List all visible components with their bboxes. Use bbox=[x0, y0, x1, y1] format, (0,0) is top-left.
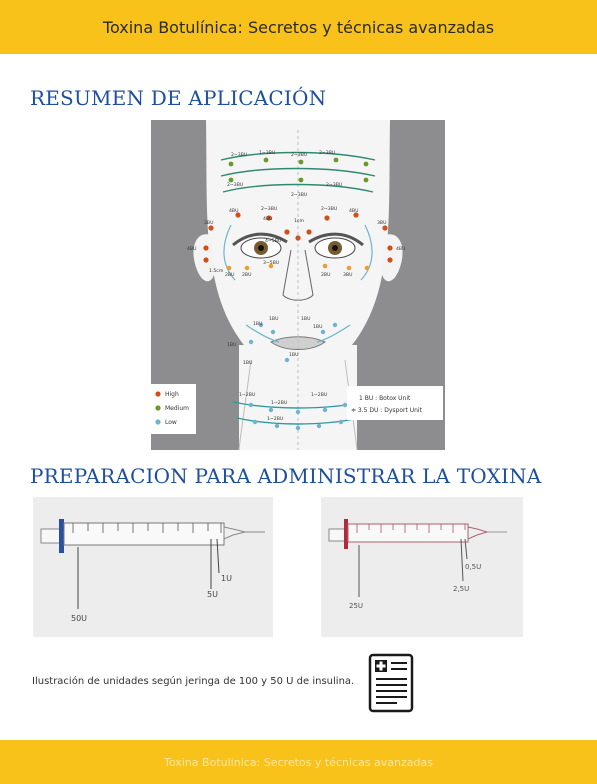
dose-label: 1BU bbox=[269, 316, 278, 322]
dose-label: 1.5cm bbox=[209, 268, 224, 274]
dose-label: 3~5BU bbox=[263, 260, 279, 266]
syringe-label: 2,5U bbox=[453, 585, 469, 593]
legend-label-high: High bbox=[165, 391, 179, 398]
dose-label: 1BU bbox=[253, 321, 262, 327]
syringe-label: 0,5U bbox=[465, 563, 481, 571]
dose-label: 2BU bbox=[242, 272, 251, 278]
footer-text: Toxina Botulinica: Secretos y técnicas a… bbox=[164, 755, 433, 769]
syringe-label: 5U bbox=[207, 590, 218, 599]
medical-record-icon bbox=[367, 652, 415, 719]
dose-label: 2~3BU bbox=[227, 182, 243, 188]
legend-swatch-low bbox=[155, 419, 161, 425]
dose-label: 2BU bbox=[321, 272, 330, 278]
dose-label: 2~3BU bbox=[321, 206, 337, 212]
legend-swatch-high bbox=[155, 391, 161, 397]
units-note-dysport: ≑ 3.5 DU : Dysport Unit bbox=[351, 407, 423, 414]
dose-label: 2~3BU bbox=[231, 152, 247, 158]
dose-label: 2~3BU bbox=[326, 182, 342, 188]
legend-label-low: Low bbox=[165, 419, 177, 426]
syringe-label: 1U bbox=[221, 574, 232, 583]
dose-label: 1~2BU bbox=[239, 392, 255, 398]
dose-label: 3BU bbox=[377, 220, 386, 226]
dose-label: 2~3BU bbox=[261, 206, 277, 212]
face-injection-diagram: 2~3BU 1~3BU 2~3BU 2~3BU 2~3BU 2~3BU 2~3B… bbox=[151, 120, 445, 450]
header-bar: Toxina Botulínica: Secretos y técnicas a… bbox=[0, 0, 597, 54]
legend-swatch-medium bbox=[155, 405, 161, 411]
dose-label: 1BU bbox=[243, 360, 252, 366]
header-title: Toxina Botulínica: Secretos y técnicas a… bbox=[102, 17, 495, 37]
dose-label: 4BU bbox=[396, 246, 405, 252]
dose-label: 3BU bbox=[343, 272, 352, 278]
syringe-100u-photo: 1U 5U 50U bbox=[33, 497, 273, 637]
dose-label: 2~3BU bbox=[291, 192, 307, 198]
figure-caption: Ilustración de unidades según jeringa de… bbox=[32, 676, 355, 687]
dose-label: 4BU bbox=[229, 208, 238, 214]
dose-label: 1~3BU bbox=[259, 150, 275, 156]
footer-bar: Toxina Botulinica: Secretos y técnicas a… bbox=[0, 740, 597, 784]
syringe-label: 25U bbox=[349, 602, 363, 610]
dose-label: 1~2BU bbox=[267, 416, 283, 422]
dose-label: 2~3BU bbox=[319, 150, 335, 156]
section-heading-resumen: RESUMEN DE APLICACIÓN bbox=[30, 86, 327, 110]
syringe-50u-photo: 0,5U 2,5U 25U bbox=[321, 497, 523, 637]
dose-label: 1cm bbox=[294, 218, 304, 224]
dose-label: 1~2BU bbox=[271, 400, 287, 406]
dose-label: 1~2BU bbox=[311, 392, 327, 398]
dose-label: 1BU bbox=[301, 316, 310, 322]
dose-label: 3BU bbox=[204, 220, 213, 226]
dose-label: 1BU bbox=[227, 342, 236, 348]
dose-label: 4BU bbox=[263, 216, 272, 222]
dose-label: 1BU bbox=[313, 324, 322, 330]
dose-label: 4BU bbox=[349, 208, 358, 214]
dose-label: 2BU bbox=[225, 272, 234, 278]
syringe-label: 50U bbox=[71, 614, 87, 623]
units-note-botox: 1 BU : Botox Unit bbox=[359, 395, 411, 402]
section-heading-preparacion: PREPARACION PARA ADMINISTRAR LA TOXINA bbox=[30, 464, 542, 488]
dose-label: 4~5BU bbox=[265, 238, 281, 244]
dose-label: 2~3BU bbox=[291, 152, 307, 158]
dose-label: 4BU bbox=[187, 246, 196, 252]
dose-label: 1BU bbox=[289, 352, 298, 358]
legend-label-medium: Medium bbox=[165, 405, 189, 412]
